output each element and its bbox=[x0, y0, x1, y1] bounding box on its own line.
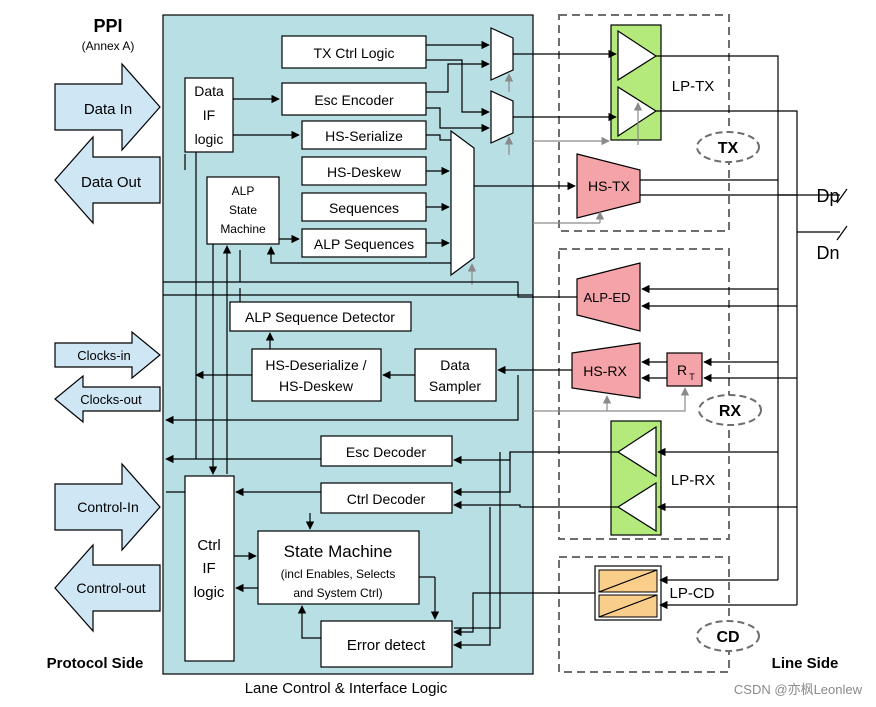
svg-text:logic: logic bbox=[195, 131, 224, 147]
control-out-arrow: Control-out bbox=[54, 543, 161, 633]
data-out-label: Data Out bbox=[81, 174, 142, 191]
svg-text:(incl Enables, Selects: (incl Enables, Selects bbox=[281, 567, 396, 581]
alp-sequence-detector-block: ALP Sequence Detector bbox=[229, 301, 412, 332]
sequences-block: Sequences bbox=[301, 192, 427, 222]
ctrl-decoder-block: Ctrl Decoder bbox=[320, 482, 453, 514]
hs-deserialize-block: HS-Deserialize / HS-Deskew bbox=[251, 348, 382, 402]
svg-text:IF: IF bbox=[202, 560, 215, 577]
state-machine-block: State Machine (incl Enables, Selects and… bbox=[257, 530, 420, 605]
line-side-label: Line Side bbox=[772, 655, 839, 672]
svg-text:HS-Deserialize /: HS-Deserialize / bbox=[265, 357, 366, 373]
svg-text:HS-Serialize: HS-Serialize bbox=[325, 128, 403, 144]
svg-text:Esc Encoder: Esc Encoder bbox=[314, 92, 394, 108]
svg-text:ALP Sequences: ALP Sequences bbox=[314, 236, 414, 252]
lp-tx-block: LP-TX bbox=[610, 24, 715, 141]
tx-badge-label: TX bbox=[718, 140, 739, 157]
rt-subscript: T bbox=[689, 372, 695, 382]
alp-sequences-block: ALP Sequences bbox=[301, 228, 427, 258]
control-in-label: Control-In bbox=[77, 499, 138, 515]
svg-text:IF: IF bbox=[203, 107, 215, 123]
svg-text:Sequences: Sequences bbox=[329, 200, 399, 216]
svg-text:Machine: Machine bbox=[220, 222, 266, 236]
clocks-in-label: Clocks-in bbox=[77, 348, 130, 363]
ctrl-if-logic-block: Ctrl IF logic bbox=[184, 475, 235, 662]
cd-region bbox=[558, 556, 730, 673]
lp-cd-block: LP-CD bbox=[594, 565, 715, 621]
dp-label: Dp bbox=[816, 186, 839, 206]
svg-text:ALP Sequence Detector: ALP Sequence Detector bbox=[245, 309, 395, 325]
clocks-out-label: Clocks-out bbox=[80, 392, 142, 407]
lp-tx-label: LP-TX bbox=[672, 78, 715, 95]
cd-badge-label: CD bbox=[716, 629, 739, 646]
hs-deskew-block: HS-Deskew bbox=[301, 156, 427, 186]
clocks-in-arrow: Clocks-in bbox=[54, 330, 161, 380]
hs-tx-block: HS-TX bbox=[576, 153, 641, 219]
rx-badge-label: RX bbox=[719, 403, 742, 420]
svg-text:Esc Decoder: Esc Decoder bbox=[346, 444, 426, 460]
svg-text:logic: logic bbox=[194, 584, 225, 601]
data-in-arrow: Data In bbox=[54, 62, 161, 152]
cd-badge: CD bbox=[696, 620, 760, 652]
esc-encoder-block: Esc Encoder bbox=[281, 82, 427, 116]
data-out-arrow: Data Out bbox=[54, 135, 161, 225]
hs-mux bbox=[450, 129, 475, 277]
rt-resistor-block: R T bbox=[666, 352, 703, 387]
svg-text:and System Ctrl): and System Ctrl) bbox=[293, 586, 382, 600]
protocol-side-label: Protocol Side bbox=[47, 655, 144, 672]
data-sampler-block: Data Sampler bbox=[414, 348, 497, 402]
svg-text:Data: Data bbox=[194, 83, 224, 99]
esc-decoder-block: Esc Decoder bbox=[320, 435, 453, 467]
alp-state-machine-block: ALP State Machine bbox=[206, 176, 280, 245]
svg-text:Ctrl: Ctrl bbox=[197, 537, 220, 554]
svg-text:HS-Deskew: HS-Deskew bbox=[327, 164, 402, 180]
ppi-title: PPI bbox=[93, 16, 122, 36]
data-if-logic-block: Data IF logic bbox=[184, 77, 234, 153]
svg-text:HS-Deskew: HS-Deskew bbox=[279, 378, 354, 394]
tx-badge: TX bbox=[696, 131, 760, 163]
tx-ctrl-logic-block: TX Ctrl Logic bbox=[281, 35, 427, 69]
control-out-label: Control-out bbox=[76, 580, 145, 596]
svg-text:State: State bbox=[229, 203, 257, 217]
hs-tx-label: HS-TX bbox=[588, 178, 631, 194]
rx-region bbox=[558, 248, 730, 540]
svg-text:Error detect: Error detect bbox=[347, 637, 426, 654]
tx-region bbox=[558, 14, 730, 232]
ppi-subtitle: (Annex A) bbox=[82, 39, 135, 53]
lp-mux-bottom bbox=[490, 90, 514, 144]
dn-label: Dn bbox=[816, 243, 839, 263]
clocks-out-arrow: Clocks-out bbox=[54, 374, 161, 424]
hs-rx-label: HS-RX bbox=[583, 363, 627, 379]
connections: Dp Dn bbox=[163, 40, 848, 650]
svg-text:Sampler: Sampler bbox=[429, 378, 481, 394]
rx-badge: RX bbox=[698, 394, 762, 426]
svg-text:State Machine: State Machine bbox=[284, 542, 393, 561]
alp-ed-label: ALP-ED bbox=[584, 290, 631, 305]
hs-serialize-block: HS-Serialize bbox=[301, 120, 427, 150]
svg-text:Ctrl Decoder: Ctrl Decoder bbox=[347, 491, 426, 507]
lp-mux-top bbox=[490, 27, 514, 81]
svg-text:TX Ctrl Logic: TX Ctrl Logic bbox=[314, 45, 395, 61]
hs-rx-block: HS-RX bbox=[571, 342, 641, 399]
error-detect-block: Error detect bbox=[320, 620, 453, 668]
svg-text:Data: Data bbox=[440, 357, 470, 373]
lp-cd-label: LP-CD bbox=[669, 585, 714, 602]
svg-text:ALP: ALP bbox=[232, 184, 255, 198]
control-in-arrow: Control-In bbox=[54, 462, 161, 552]
lp-rx-block: LP-RX bbox=[610, 420, 715, 536]
watermark: CSDN @亦枫Leonlew bbox=[734, 682, 863, 697]
data-in-label: Data In bbox=[84, 101, 132, 118]
lp-rx-label: LP-RX bbox=[671, 472, 715, 489]
rt-label: R bbox=[677, 362, 687, 378]
lane-control-title: Lane Control & Interface Logic bbox=[245, 680, 448, 697]
alp-ed-block: ALP-ED bbox=[576, 262, 641, 332]
